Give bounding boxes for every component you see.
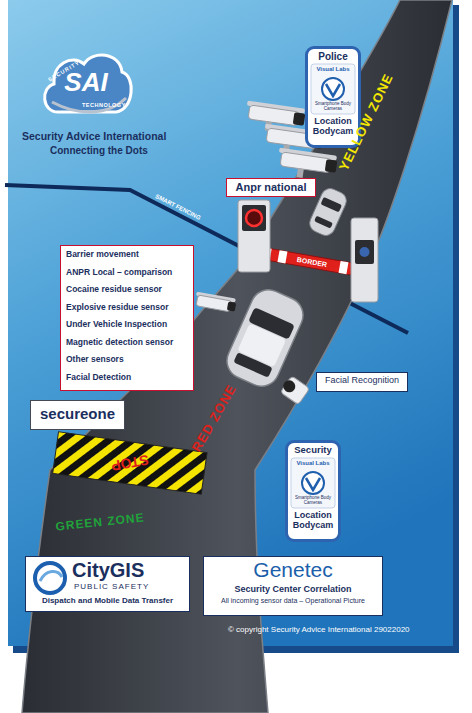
node-text: secureone xyxy=(31,406,124,423)
face-camera xyxy=(279,375,310,405)
node-text: Security xyxy=(288,445,338,455)
camera-body xyxy=(248,105,299,126)
camera-body xyxy=(280,376,309,405)
copyright-note: © copyright Security Advice Internationa… xyxy=(228,626,410,634)
node-text: Anpr national xyxy=(227,181,315,193)
logo-swoosh xyxy=(52,98,126,112)
node-text: ANPR Local – comparison xyxy=(66,268,172,277)
bollard-body xyxy=(351,218,378,302)
local-camera xyxy=(194,292,237,313)
node-text: Police xyxy=(308,51,358,62)
node-text: Visual Labs xyxy=(288,460,338,467)
emblem-swirl xyxy=(40,571,62,581)
bollard-light xyxy=(246,210,262,226)
company-tagline: Connecting the Dots xyxy=(50,146,148,156)
node-text: SAI xyxy=(38,68,134,97)
camera-lens xyxy=(227,301,236,311)
citygis-box: CityGIS PUBLIC SAFETY Dispatch and Mobile … xyxy=(25,556,190,612)
secureone-logo-box: secureone xyxy=(30,400,125,430)
camera-mount xyxy=(297,168,304,178)
node-text: PUBLIC SAFETY xyxy=(74,583,149,592)
node-text: Cocaine residue sensor xyxy=(66,285,162,294)
app-logo-circle xyxy=(302,472,324,494)
node-text: Location Bodycam xyxy=(308,117,358,137)
barrier-stripe xyxy=(339,261,349,274)
car-windshield xyxy=(320,197,342,212)
app-logo-circle xyxy=(322,78,344,100)
bollard-panel xyxy=(355,240,374,264)
node-text: Location Bodycam xyxy=(288,511,338,531)
node-text: TECHNOLOGY xyxy=(82,102,126,108)
node-text: Visual Labs xyxy=(308,66,358,73)
barrier-arm xyxy=(258,247,366,278)
node-text: Genetec xyxy=(204,558,382,581)
camera-lens xyxy=(293,112,306,125)
app-logo-mark xyxy=(306,478,320,490)
barrier xyxy=(258,247,366,278)
camera-lens xyxy=(325,159,338,172)
camera-body xyxy=(280,152,331,173)
bollard-screen xyxy=(360,247,370,257)
camera-lens xyxy=(281,378,298,395)
sensor-list-box: Barrier movementANPR Local – comparisonC… xyxy=(60,245,194,391)
road xyxy=(22,0,452,713)
large-car xyxy=(221,284,309,392)
stop-stripes xyxy=(53,432,207,494)
security-phone: SecurityVisual LabsSmartphone Body Camer… xyxy=(285,440,341,542)
bollard-panel xyxy=(242,205,266,231)
node-text: Facial Recognition xyxy=(317,376,407,386)
barrier-stripe xyxy=(277,250,287,263)
stop-strip xyxy=(53,432,207,494)
company-name: Security Advice International xyxy=(22,131,166,142)
node-text: Dispatch and Mobile Data Transfer xyxy=(26,597,189,606)
emblem-ring xyxy=(35,563,65,593)
node-text: Under Vehicle Inspection xyxy=(66,320,167,329)
car-rear-window xyxy=(314,216,333,229)
genetec-box: GenetecSecurity Center CorrelationAll in… xyxy=(203,556,383,616)
camera-body xyxy=(196,295,231,312)
node-text: All incoming sensor data – Operational P… xyxy=(206,597,380,605)
car-rear-window xyxy=(233,352,272,378)
node-text: CityGIS xyxy=(72,559,144,581)
company-logo: SECURITYSAITECHNOLOGY xyxy=(38,46,134,120)
node-text: Other sensors xyxy=(66,355,124,364)
anpr-national-box: Anpr national xyxy=(226,178,316,197)
node-text: Explosive residue sensor xyxy=(66,303,169,312)
car-body xyxy=(221,284,309,392)
node-text: Magnetic detection sensor xyxy=(66,338,173,347)
right-bollard xyxy=(351,218,378,302)
node-text: Security Center Correlation xyxy=(204,585,382,595)
node-text: Facial Detection xyxy=(66,373,131,382)
left-bollard xyxy=(238,200,270,272)
bollard-body xyxy=(238,200,270,272)
app-logo-mark xyxy=(326,84,340,96)
node-text: Smartphone Body Cameras xyxy=(310,102,356,112)
node-text: Smartphone Body Cameras xyxy=(290,496,336,506)
facial-recognition-box: Facial Recognition xyxy=(316,372,408,392)
node-text: Barrier movement xyxy=(66,250,139,259)
